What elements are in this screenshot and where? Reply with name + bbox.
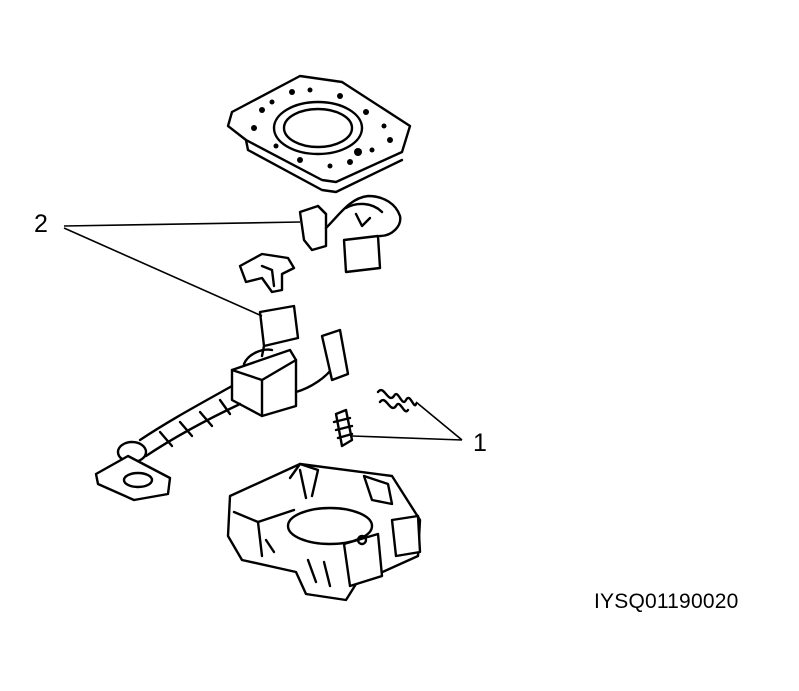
brush-holder-base — [226, 462, 422, 602]
brush-upper — [298, 194, 402, 274]
callout-label-2: 2 — [34, 210, 48, 238]
brush-clip — [238, 252, 296, 294]
callout-label-1: 1 — [473, 429, 487, 457]
leader-lines — [63, 221, 463, 441]
brush-lower-with-lead — [94, 304, 350, 502]
figure-code: IYSQ01190020 — [594, 590, 739, 613]
brush-plate-gasket — [226, 74, 412, 194]
spring-pair — [332, 389, 418, 448]
